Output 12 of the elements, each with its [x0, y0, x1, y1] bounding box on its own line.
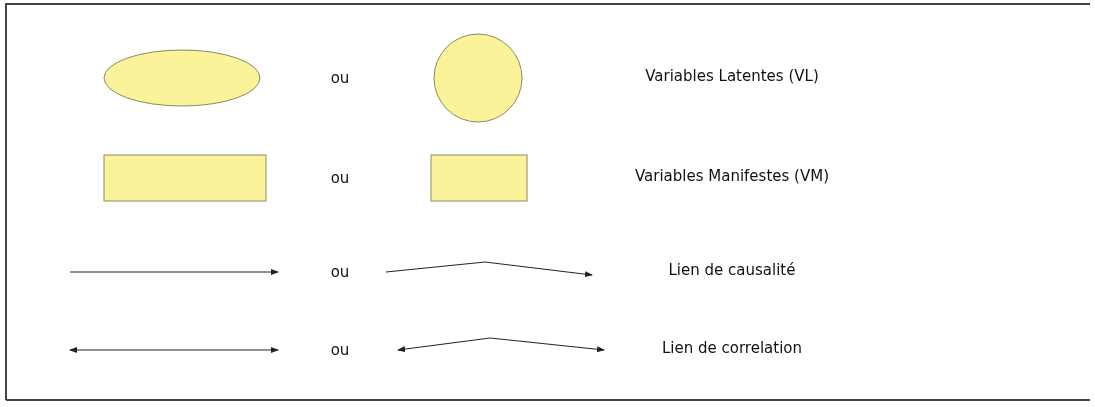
- or-label: ou: [329, 263, 351, 281]
- legend-text: Variables Manifestes (VM): [633, 167, 831, 185]
- square-symbol: [430, 154, 528, 202]
- rectangle-symbol: [103, 154, 267, 202]
- or-label: ou: [329, 69, 351, 87]
- legend-text: Variables Latentes (VL): [644, 67, 820, 85]
- legend-text: Lien de correlation: [660, 339, 803, 357]
- legend-text: Lien de causalité: [667, 261, 797, 279]
- ellipse-symbol: [103, 49, 261, 107]
- or-label: ou: [329, 341, 351, 359]
- circle-symbol: [433, 33, 523, 123]
- or-label: ou: [329, 169, 351, 187]
